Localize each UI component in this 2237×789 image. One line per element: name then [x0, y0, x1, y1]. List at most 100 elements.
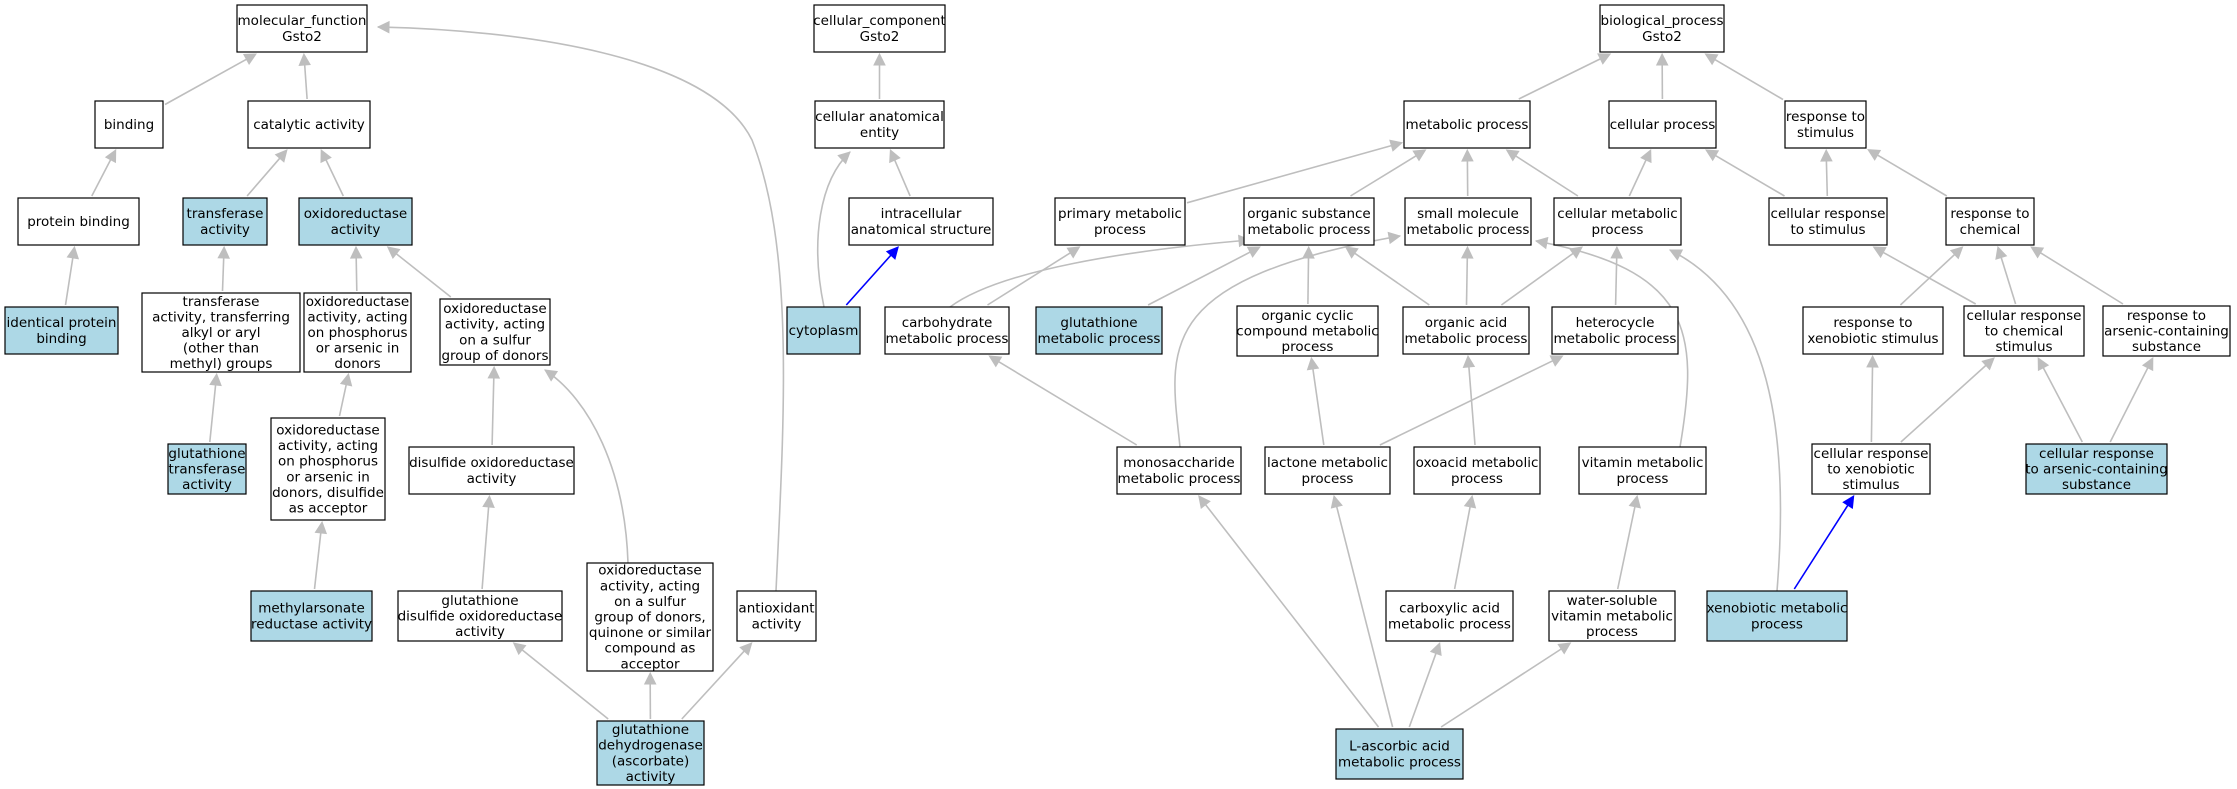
node-label: process [1451, 471, 1503, 487]
node-protein-binding[interactable]: protein binding [17, 197, 140, 246]
node-label: cellular process [1610, 117, 1716, 133]
node-label: metabolic process [1407, 222, 1530, 238]
node-box [250, 590, 373, 642]
edge-identical-protein-binding-to-protein-binding [64, 245, 80, 306]
node-box [1116, 446, 1242, 495]
node-label: anatomical structure [851, 222, 992, 238]
edge-carboxylic-acid-metabolic-to-oxoacid-metabolic [1453, 494, 1477, 590]
node-label: cellular response [1967, 308, 2082, 324]
node-box [1413, 446, 1541, 495]
node-label: activity, acting [600, 578, 700, 594]
edge-ascorbic-acid-metabolic-to-monosaccharide-metabolic [1198, 495, 1380, 728]
node-label: or arsenic in [316, 341, 400, 357]
node-label: to arsenic-containing [2025, 462, 2168, 478]
node-label: as acceptor [289, 501, 368, 517]
edge-response-to-chemical-to-response-to-stimulus [1867, 149, 1948, 197]
node-glutathione-dehydrogenase[interactable]: glutathionedehydrogenase(ascorbate)activ… [596, 720, 705, 786]
node-label: metabolic process [886, 331, 1009, 347]
edge-primary-metabolic-to-metabolic-process [1186, 139, 1404, 204]
node-label: disulfide oxidoreductase [409, 455, 574, 471]
edge-ascorbic-acid-metabolic-to-lactone-metabolic [1330, 494, 1394, 728]
edge-ascorbic-acid-metabolic-to-carboxylic-acid-metabolic [1408, 641, 1442, 728]
node-label: metabolic process [1405, 331, 1528, 347]
node-label: glutathione [1060, 315, 1137, 331]
edge-response-to-stimulus-to-biological-process [1704, 53, 1784, 101]
node-label: activity [331, 222, 381, 238]
node-label: oxidoreductase [304, 206, 407, 222]
node-cytoplasm[interactable]: cytoplasm [786, 306, 861, 355]
node-box [1706, 590, 1848, 642]
edge-catalytic-activity-to-molecular-function [298, 52, 311, 100]
edge-organic-substance-metabolic-to-metabolic-process [1350, 149, 1427, 197]
node-label: process [1617, 471, 1669, 487]
node-label: process [1302, 471, 1354, 487]
node-label: binding [104, 117, 154, 133]
node-cellular-process[interactable]: cellular process [1608, 100, 1717, 149]
node-binding[interactable]: binding [94, 100, 164, 149]
node-box [167, 443, 247, 495]
node-box [1264, 446, 1391, 495]
node-box [247, 100, 371, 149]
node-label: process [1592, 222, 1644, 238]
node-label: response to [1786, 109, 1865, 125]
node-label: cellular response [1771, 206, 1886, 222]
node-label: xenobiotic stimulus [1807, 331, 1938, 347]
node-label: organic acid [1425, 315, 1507, 331]
edge-transferase-alkyl-aryl-to-transferase-activity [217, 245, 230, 292]
node-label: oxidoreductase [276, 423, 379, 439]
node-catalytic-activity[interactable]: catalytic activity [247, 100, 371, 149]
node-label: response to [1833, 315, 1912, 331]
node-metabolic-process[interactable]: metabolic process [1403, 100, 1531, 149]
edge-glutathione-disulfide-oxidoreductase-to-disulfide-oxidoreductase [481, 494, 495, 590]
node-box [303, 292, 412, 373]
node-box [1599, 4, 1725, 53]
node-label: glutathione [612, 722, 689, 738]
edge-water-soluble-vitamin-to-vitamin-metabolic [1616, 494, 1641, 590]
node-box [1385, 590, 1514, 642]
edge-antioxidant-activity-to-molecular-function [376, 20, 785, 592]
